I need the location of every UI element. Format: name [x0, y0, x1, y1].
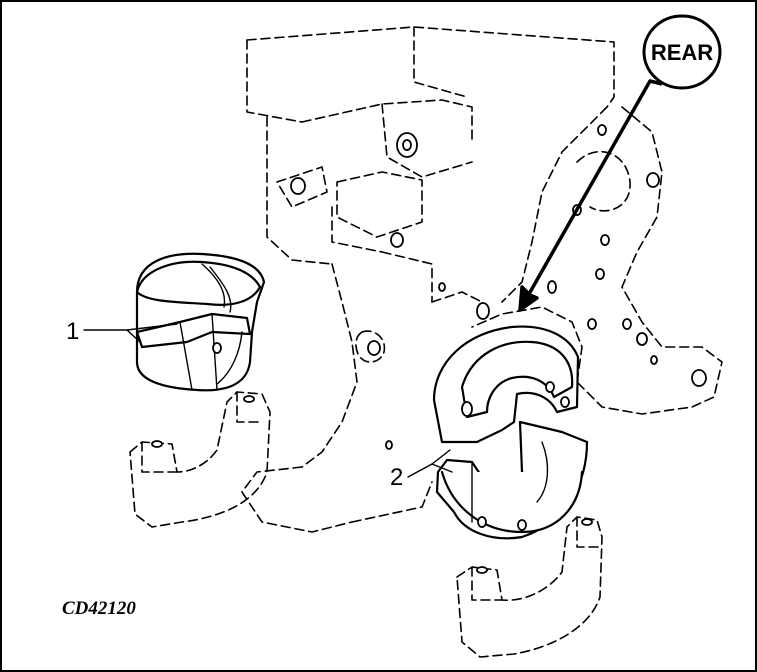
thrust-bearing-part-2 — [432, 325, 589, 540]
bolt-hole — [595, 268, 605, 280]
bolt-hole-inner — [402, 139, 412, 151]
main-bearing-part-1 — [135, 252, 266, 392]
block-bolt-holes — [290, 124, 707, 450]
rear-circle — [642, 14, 722, 90]
part-2-label: 2 — [390, 464, 403, 491]
leader-lines — [83, 323, 453, 478]
bolt-hole — [390, 232, 404, 248]
bolt-hole — [636, 332, 648, 346]
bolt-hole — [650, 355, 658, 365]
bolt-hole — [367, 340, 381, 356]
bolt-hole — [646, 172, 660, 188]
bearing-cap-left — [129, 391, 271, 528]
bolt-hole — [622, 318, 632, 330]
bolt-hole — [600, 234, 610, 246]
figure-code: CD42120 — [62, 598, 136, 619]
bolt-hole — [587, 318, 597, 330]
bolt-hole — [385, 440, 393, 450]
bolt-hole — [691, 369, 707, 387]
part-1-label: 1 — [66, 318, 79, 345]
rear-direction-indicator — [518, 14, 722, 312]
bolt-hole — [597, 124, 607, 136]
bolt-hole — [438, 282, 446, 292]
bearing-cap-right — [456, 516, 603, 658]
bolt-hole — [476, 302, 490, 320]
bolt-hole — [290, 177, 306, 195]
engine-block-outline — [241, 26, 723, 533]
rear-label: REAR — [651, 40, 713, 65]
bolt-hole — [547, 280, 557, 294]
